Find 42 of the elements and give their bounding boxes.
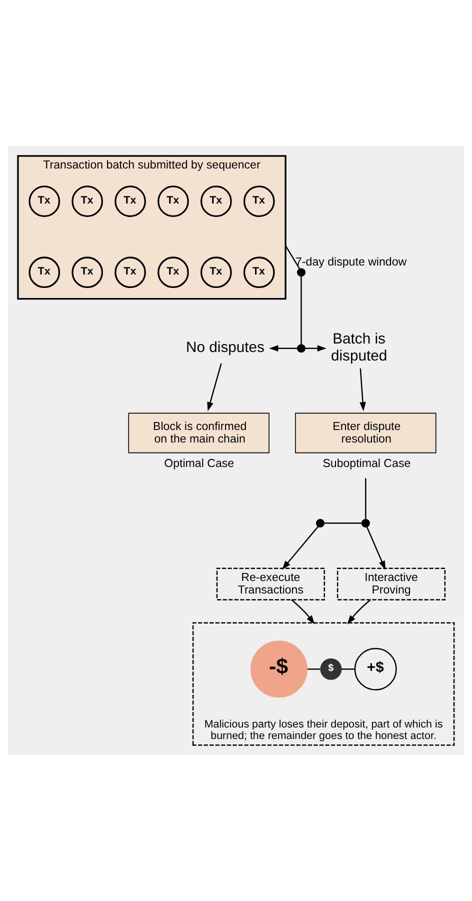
node-box: Re-execute Transactions (216, 568, 325, 600)
node-circle: Tx (28, 186, 60, 218)
node-circle: Tx (158, 256, 189, 288)
node-circle: Tx (72, 256, 104, 288)
arrow (347, 599, 371, 624)
node-circle: Tx (200, 256, 232, 288)
connector (365, 478, 366, 520)
arrow (282, 526, 319, 570)
node-circle (361, 518, 370, 528)
node-circle (316, 518, 325, 528)
node-circle (296, 268, 306, 277)
node-text: No disputes (186, 340, 265, 356)
node-circle: Tx (114, 256, 146, 288)
connector (300, 276, 302, 344)
arrow (269, 345, 298, 352)
node-circle: Tx (114, 186, 146, 218)
node-circle: -$ (250, 640, 308, 698)
node-circle: Tx (158, 186, 189, 218)
node-circle (296, 344, 306, 353)
node-circle: Tx (72, 186, 104, 218)
arrow (291, 599, 315, 624)
connector (324, 522, 362, 524)
node-circle: +$ (354, 648, 397, 690)
arrow (366, 526, 386, 570)
arrow (305, 345, 326, 352)
node-circle: $ (320, 658, 342, 680)
node-circle: Tx (28, 256, 60, 288)
node-label: Malicious party loses their deposit, part of which is burned; the remainder goes to the honest actor. (204, 718, 443, 742)
node-label: 7-day dispute window (296, 256, 407, 268)
node-label: Optimal Case (164, 458, 234, 470)
arrow (207, 363, 222, 412)
node-circle: Tx (243, 186, 275, 218)
connector (307, 668, 320, 670)
node-box: Interactive Proving (336, 568, 446, 600)
node-label: Suboptimal Case (322, 458, 411, 470)
connector (285, 245, 300, 270)
node-circle: Tx (243, 256, 275, 288)
node-circle: Tx (200, 186, 232, 218)
arrow (360, 368, 366, 412)
connector (341, 668, 355, 670)
node-text: Batch is disputed (330, 332, 388, 364)
cluster (192, 622, 455, 746)
